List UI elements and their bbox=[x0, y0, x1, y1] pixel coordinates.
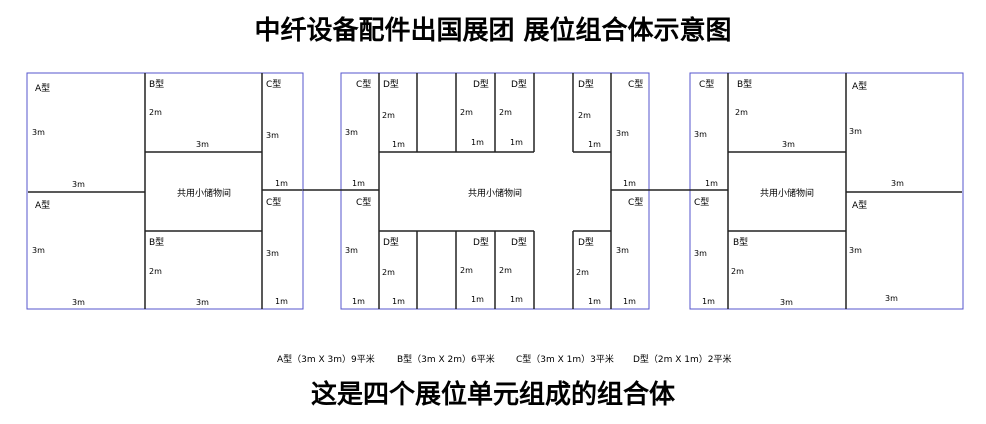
dim-a-bottom-left-h: 3m bbox=[32, 246, 45, 255]
dim-d-bottom-3-h: 2m bbox=[499, 266, 512, 275]
dim-a-bottom-right-w: 3m bbox=[885, 294, 898, 303]
label-c-top-right: C型 bbox=[699, 79, 714, 90]
label-d-top-4: D型 bbox=[578, 79, 594, 90]
dim-a-bottom-right-h: 3m bbox=[849, 246, 862, 255]
storage-left: 共用小储物间 bbox=[177, 187, 231, 199]
dim-c-bottom-right-h: 3m bbox=[694, 249, 707, 258]
dim-b-top-right-h: 2m bbox=[735, 108, 748, 117]
dim-c-top-center-left-w: 1m bbox=[352, 179, 365, 188]
dim-b-bottom-left-w: 3m bbox=[196, 298, 209, 307]
diagram-subtitle: 这是四个展位单元组成的组合体 bbox=[310, 380, 675, 410]
dim-d-top-3-w: 1m bbox=[510, 138, 523, 147]
legend-c: C型（3m X 1m）3平米 bbox=[516, 355, 614, 365]
storage-right: 共用小储物间 bbox=[760, 187, 814, 199]
dim-b-top-right-w: 3m bbox=[782, 140, 795, 149]
dim-d-bottom-1-h: 2m bbox=[382, 268, 395, 277]
label-a-top-right: A型 bbox=[852, 81, 867, 92]
dim-b-bottom-right-w: 3m bbox=[780, 298, 793, 307]
dim-d-top-4-w: 1m bbox=[588, 140, 601, 149]
dim-c-bottom-left-w: 1m bbox=[275, 297, 288, 306]
label-d-top-1: D型 bbox=[383, 79, 399, 90]
label-a-bottom-left: A型 bbox=[35, 200, 50, 211]
dim-c-top-left-h: 3m bbox=[266, 131, 279, 140]
label-a-top-left: A型 bbox=[35, 83, 50, 94]
dim-a-top-right-h: 3m bbox=[849, 127, 862, 136]
dim-d-bottom-1-w: 1m bbox=[392, 297, 405, 306]
dim-d-bottom-2-h: 2m bbox=[460, 266, 473, 275]
dim-c-top-right-h: 3m bbox=[694, 130, 707, 139]
legend-d: D型（2m X 1m）2平米 bbox=[633, 355, 732, 365]
dim-c-bottom-center-right-w: 1m bbox=[623, 297, 636, 306]
label-b-top-left: B型 bbox=[149, 79, 164, 90]
dim-c-top-right-w: 1m bbox=[705, 179, 718, 188]
label-c-bottom-center-right: C型 bbox=[628, 197, 643, 208]
dim-c-bottom-left-h: 3m bbox=[266, 249, 279, 258]
label-d-bottom-2: D型 bbox=[473, 237, 489, 248]
dim-b-bottom-right-h: 2m bbox=[731, 267, 744, 276]
dim-d-bottom-4-w: 1m bbox=[588, 297, 601, 306]
dim-d-bottom-3-w: 1m bbox=[510, 295, 523, 304]
dim-c-bottom-right-w: 1m bbox=[702, 297, 715, 306]
dim-a-top-left-w: 3m bbox=[72, 180, 85, 189]
label-d-top-3: D型 bbox=[511, 79, 527, 90]
label-c-bottom-center-left: C型 bbox=[356, 197, 371, 208]
legend-b: B型（3m X 2m）6平米 bbox=[397, 355, 495, 365]
dim-d-top-3-h: 2m bbox=[499, 108, 512, 117]
dim-c-top-left-w: 1m bbox=[275, 179, 288, 188]
label-c-bottom-left: C型 bbox=[266, 197, 281, 208]
dim-b-top-left-h: 2m bbox=[149, 108, 162, 117]
label-a-bottom-right: A型 bbox=[852, 200, 867, 211]
label-c-top-center-right: C型 bbox=[628, 79, 643, 90]
dim-c-top-center-left-h: 3m bbox=[345, 128, 358, 137]
storage-center: 共用小储物间 bbox=[468, 187, 522, 199]
dim-d-top-1-h: 2m bbox=[382, 111, 395, 120]
dim-a-top-left-h: 3m bbox=[32, 128, 45, 137]
dim-a-bottom-left-w: 3m bbox=[72, 298, 85, 307]
dim-a-top-right-w: 3m bbox=[891, 179, 904, 188]
label-c-top-center-left: C型 bbox=[356, 79, 371, 90]
label-b-bottom-left: B型 bbox=[149, 237, 164, 248]
dim-d-top-2-w: 1m bbox=[471, 138, 484, 147]
label-c-bottom-right: C型 bbox=[694, 197, 709, 208]
dim-d-bottom-4-h: 2m bbox=[576, 268, 589, 277]
dim-d-top-2-h: 2m bbox=[460, 108, 473, 117]
dim-b-top-left-w: 3m bbox=[196, 140, 209, 149]
label-c-top-left: C型 bbox=[266, 79, 281, 90]
dim-c-top-center-right-w: 1m bbox=[623, 179, 636, 188]
dim-c-bottom-center-right-h: 3m bbox=[616, 246, 629, 255]
label-b-top-right: B型 bbox=[737, 79, 752, 90]
cluster-frame-left bbox=[26, 72, 304, 310]
dim-b-bottom-left-h: 2m bbox=[149, 267, 162, 276]
dim-d-bottom-2-w: 1m bbox=[471, 295, 484, 304]
dim-c-bottom-center-left-h: 3m bbox=[345, 246, 358, 255]
diagram-title: 中纤设备配件出国展团 展位组合体示意图 bbox=[254, 16, 732, 46]
dim-c-bottom-center-left-w: 1m bbox=[352, 297, 365, 306]
label-d-bottom-1: D型 bbox=[383, 237, 399, 248]
legend-a: A型（3m X 3m）9平米 bbox=[277, 355, 375, 365]
dim-c-top-center-right-h: 3m bbox=[616, 129, 629, 138]
label-b-bottom-right: B型 bbox=[733, 237, 748, 248]
label-d-top-2: D型 bbox=[473, 79, 489, 90]
label-d-bottom-3: D型 bbox=[511, 237, 527, 248]
cluster-frame-right bbox=[689, 72, 964, 310]
dim-d-top-4-h: 2m bbox=[578, 111, 591, 120]
label-d-bottom-4: D型 bbox=[578, 237, 594, 248]
dim-d-top-1-w: 1m bbox=[392, 140, 405, 149]
